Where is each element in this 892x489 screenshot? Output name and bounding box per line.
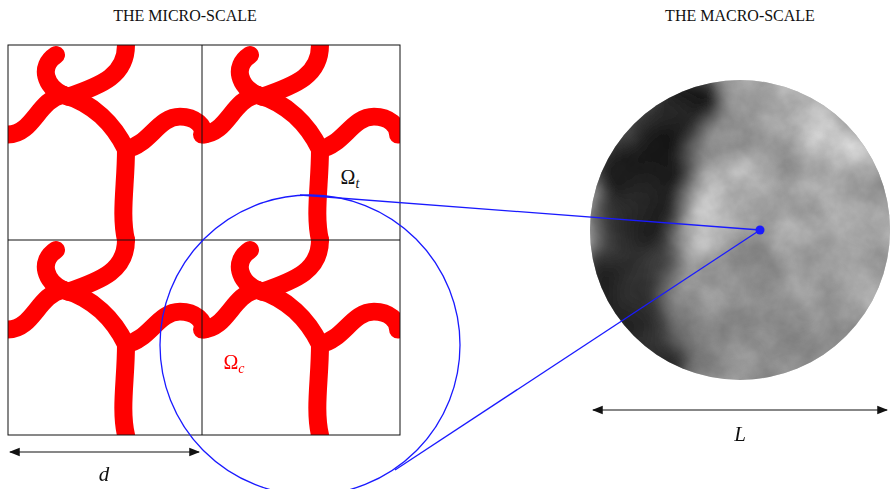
red-strand bbox=[8, 290, 63, 330]
red-strand bbox=[126, 117, 204, 150]
red-strand bbox=[320, 117, 398, 150]
dimension-label: d bbox=[99, 464, 110, 485]
dimension-arrows bbox=[10, 410, 887, 452]
red-strand bbox=[262, 45, 320, 97]
red-strand bbox=[317, 344, 320, 435]
red-inclusion bbox=[202, 45, 398, 240]
red-strand bbox=[68, 240, 126, 292]
red-strand bbox=[126, 312, 204, 345]
red-inclusion bbox=[202, 240, 398, 435]
grey-noise bbox=[588, 78, 892, 382]
red-strand bbox=[8, 95, 63, 135]
red-strand bbox=[123, 149, 126, 240]
region-label: Ωt bbox=[341, 167, 360, 191]
red-inclusion bbox=[8, 240, 204, 435]
zoom-lines bbox=[160, 195, 760, 489]
macro-point bbox=[756, 226, 765, 235]
scale-title: THE MACRO-SCALE bbox=[665, 8, 815, 24]
region-label: Ωc bbox=[223, 352, 244, 376]
red-inclusion bbox=[8, 45, 204, 240]
cell-grid bbox=[8, 45, 400, 435]
grey-field bbox=[561, 46, 892, 416]
red-strand bbox=[68, 45, 126, 97]
macro-disc bbox=[561, 46, 892, 416]
grey-ground bbox=[588, 78, 892, 382]
red-strand bbox=[123, 344, 126, 435]
scale-title: THE MICRO-SCALE bbox=[113, 8, 257, 24]
red-strand bbox=[202, 290, 257, 330]
red-strand bbox=[202, 95, 257, 135]
red-strand bbox=[320, 312, 398, 345]
red-strand bbox=[262, 240, 320, 292]
dimension-label: L bbox=[734, 424, 746, 445]
